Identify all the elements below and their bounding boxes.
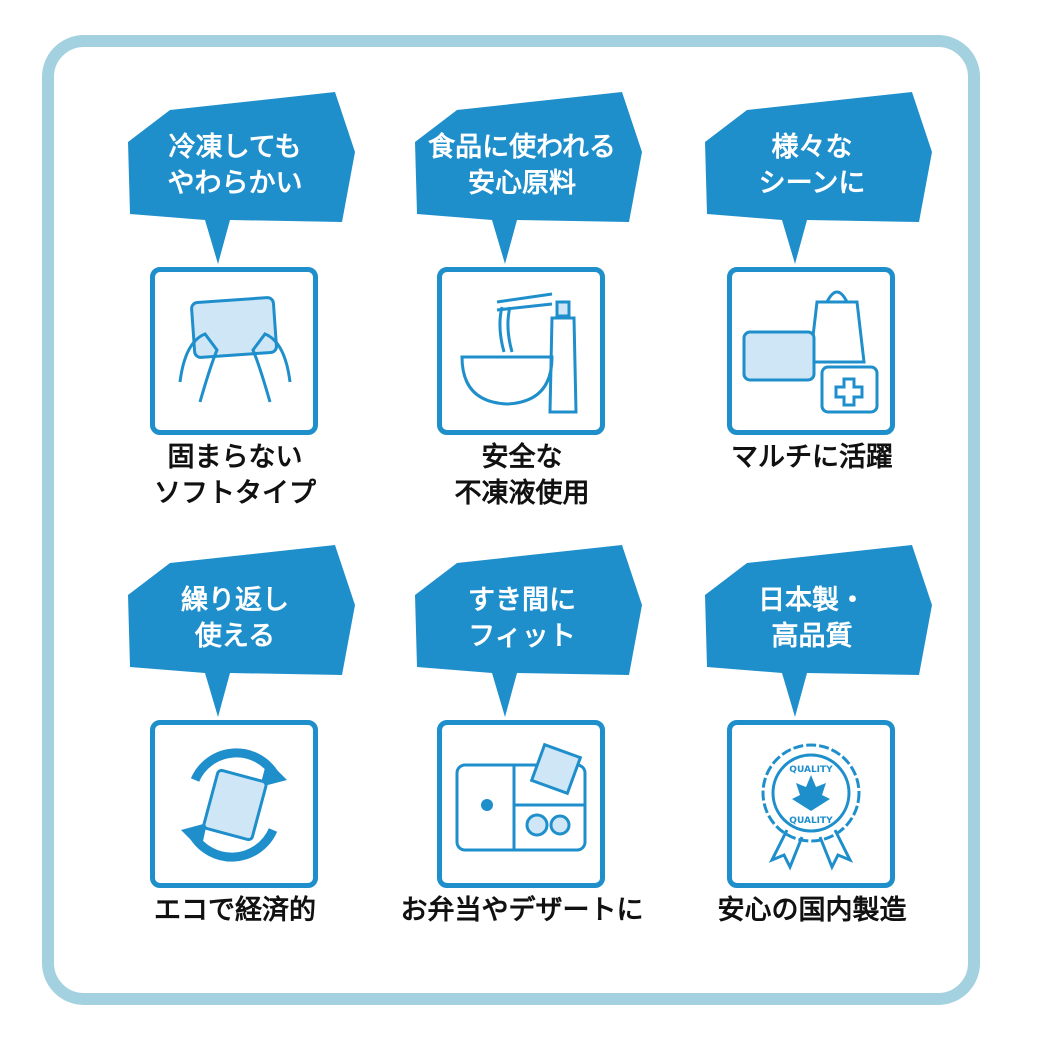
label-line: 固まらない — [167, 442, 303, 473]
bubble-line: 冷凍しても — [168, 132, 302, 163]
bubble-text: 日本製・高品質 — [687, 583, 937, 655]
bubble-line: フィット — [468, 621, 576, 652]
quality-badge-icon: QUALITY QUALITY — [761, 743, 861, 871]
bubble-text: 食品に使われる安心原料 — [397, 130, 647, 202]
icon-box — [150, 720, 318, 888]
feature-card: 食品に使われる安心原料 安全な不凍液使用 — [377, 92, 667, 542]
label-line: 安心の国内製造 — [717, 895, 907, 926]
bubble-text: すき間にフィット — [397, 583, 647, 655]
icon-box — [437, 267, 605, 435]
icon-box — [727, 267, 895, 435]
feature-label: マルチに活躍 — [667, 440, 957, 476]
bubble-line: 様々な — [771, 132, 853, 163]
feature-card: 日本製・高品質 QUALITY QUALITY 安心の国内製造 — [667, 545, 957, 995]
bubble-line: 食品に使われる — [428, 132, 616, 163]
bubble-text: 様々なシーンに — [687, 130, 937, 202]
bubble-text: 繰り返し使える — [110, 583, 360, 655]
feature-card: すき間にフィット お弁当やデザートに — [377, 545, 667, 995]
bento-box-pack-icon — [455, 742, 587, 852]
bento-bag-first-aid-icon — [742, 290, 879, 414]
bubble-line: シーンに — [758, 168, 866, 199]
icon-box — [150, 267, 318, 435]
feature-card: 様々なシーンに マルチに活躍 — [667, 92, 957, 542]
label-line: 安全な — [481, 442, 563, 473]
feature-label: 安全な不凍液使用 — [377, 440, 667, 512]
badge-bottom-text: QUALITY — [789, 816, 833, 826]
feature-label: お弁当やデザートに — [377, 893, 667, 929]
recycle-arrows-pack-icon — [181, 748, 287, 862]
feature-card: 冷凍してもやわらかい 固まらないソフトタイプ — [90, 92, 380, 542]
icon-box — [437, 720, 605, 888]
bubble-line: 繰り返し — [181, 585, 289, 616]
feature-card: 繰り返し使える エコで経済的 — [90, 545, 380, 995]
noodle-bowl-toothpaste-icon — [460, 292, 578, 414]
feature-label: 固まらないソフトタイプ — [90, 440, 380, 512]
feature-label: エコで経済的 — [90, 893, 380, 929]
bubble-line: 安心原料 — [468, 168, 576, 199]
label-line: マルチに活躍 — [731, 442, 893, 473]
hands-holding-gel-pack-icon — [178, 296, 292, 403]
bubble-line: 高品質 — [771, 621, 853, 652]
badge-top-text: QUALITY — [789, 765, 833, 775]
feature-label: 安心の国内製造 — [667, 893, 957, 929]
bubble-line: すき間に — [468, 585, 576, 616]
label-line: エコで経済的 — [154, 895, 316, 926]
bubble-line: やわらかい — [167, 168, 303, 199]
label-line: お弁当やデザートに — [400, 895, 644, 926]
label-line: 不凍液使用 — [454, 478, 590, 509]
icon-box: QUALITY QUALITY — [727, 720, 895, 888]
bubble-line: 日本製・ — [758, 585, 866, 616]
bubble-text: 冷凍してもやわらかい — [110, 130, 360, 202]
bubble-line: 使える — [194, 621, 276, 652]
label-line: ソフトタイプ — [154, 478, 316, 509]
